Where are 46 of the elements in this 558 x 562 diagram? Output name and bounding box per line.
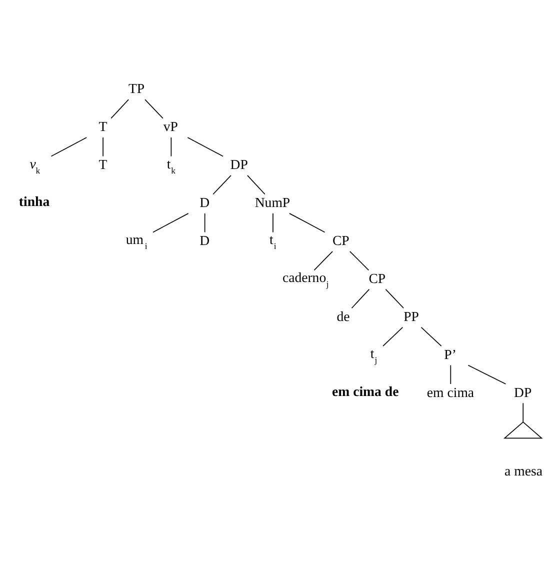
- connector: [272, 213, 274, 233]
- node-text: CP: [368, 270, 386, 286]
- node-text: D: [200, 195, 210, 210]
- node-text: v$_{k}$: [30, 156, 40, 176]
- node-triangle: [503, 421, 543, 439]
- connector: [212, 175, 232, 195]
- node-text: T: [98, 157, 108, 172]
- node-text: DP: [514, 384, 532, 400]
- connector: [314, 250, 333, 271]
- node-text: t$_{j}$: [370, 346, 378, 366]
- connector: [110, 99, 129, 119]
- connector: [382, 326, 404, 346]
- connector: [187, 137, 224, 157]
- node-text: um$_{i}$: [126, 232, 148, 252]
- connector: [522, 402, 524, 422]
- connector: [450, 364, 452, 384]
- label: tinha: [18, 194, 50, 210]
- node-text: em cima: [426, 384, 474, 400]
- node-text: DP: [230, 157, 248, 172]
- node-text: vP: [163, 119, 178, 134]
- connector: [152, 213, 189, 233]
- connector: [144, 99, 164, 119]
- node-label: a mesa: [504, 463, 542, 478]
- connector: [204, 213, 206, 233]
- connector: [468, 364, 506, 384]
- node-text: caderno$_{j}$: [282, 270, 329, 290]
- connector: [351, 288, 370, 309]
- node-text: CP: [332, 233, 350, 248]
- connector: [420, 326, 442, 346]
- connector: [102, 137, 104, 157]
- node-text: de: [336, 308, 350, 324]
- connector: [170, 137, 172, 157]
- connector: [385, 288, 404, 309]
- node-text: t$_{k}$: [166, 156, 176, 176]
- connector: [247, 175, 266, 195]
- connector: [349, 250, 370, 271]
- node-text: TP: [128, 81, 145, 96]
- node-text: PP: [404, 308, 419, 324]
- connector: [50, 137, 87, 157]
- node-text: t$_{i}$: [270, 232, 276, 252]
- label: em cima de: [332, 384, 399, 399]
- node-text: D: [200, 233, 210, 248]
- node-text: NumP: [254, 195, 290, 210]
- node-text: T: [98, 119, 108, 134]
- connector: [289, 213, 326, 233]
- node-text: P’: [444, 346, 456, 362]
